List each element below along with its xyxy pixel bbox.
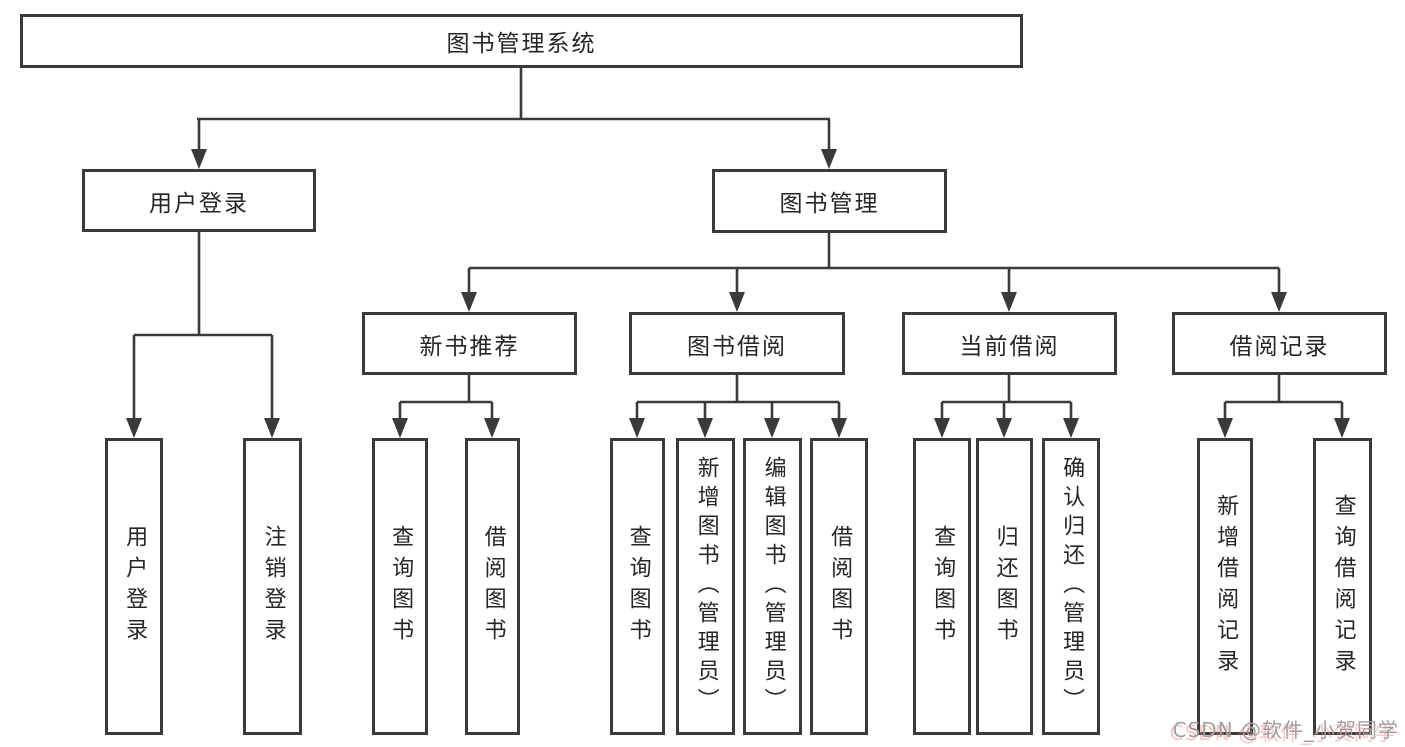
tree-edges — [132, 66, 1344, 421]
leaf-borrow-book-1: 借阅图书 — [465, 438, 520, 735]
node-root: 图书管理系统 — [20, 14, 1023, 68]
leaf-return-book: 归还图书 — [976, 438, 1033, 735]
leaf-query-book-1: 查询图书 — [372, 438, 428, 735]
node-book-management: 图书管理 — [712, 169, 947, 233]
node-book-management-label: 图书管理 — [779, 191, 880, 217]
leaf-user-login: 用户登录 — [105, 438, 163, 735]
leaf-query-book-2-label: 查询图书 — [625, 524, 651, 649]
leaf-confirm-return-admin: 确认归还（管理员） — [1042, 438, 1100, 735]
leaf-query-book-3-label: 查询图书 — [930, 524, 956, 649]
leaf-edit-book-admin-label: 编辑图书（管理员） — [760, 456, 786, 717]
node-borrow-records: 借阅记录 — [1172, 312, 1387, 375]
leaf-add-borrow-record: 新增借阅记录 — [1197, 438, 1253, 735]
node-book-borrow: 图书借阅 — [629, 312, 845, 375]
leaf-add-book-admin: 新增图书（管理员） — [676, 438, 735, 735]
leaf-query-borrow-record: 查询借阅记录 — [1313, 438, 1372, 735]
csdn-watermark: CSDN @软件_小贺同学 — [1172, 718, 1399, 742]
leaf-borrow-book-2: 借阅图书 — [810, 438, 868, 735]
leaf-add-borrow-record-label: 新增借阅记录 — [1213, 493, 1239, 680]
leaf-query-book-1-label: 查询图书 — [388, 524, 414, 649]
leaf-logout: 注销登录 — [243, 438, 302, 735]
leaf-logout-label: 注销登录 — [260, 524, 286, 649]
leaf-add-book-admin-label: 新增图书（管理员） — [693, 456, 719, 717]
leaf-borrow-book-2-label: 借阅图书 — [827, 524, 853, 649]
node-current-borrow-label: 当前借阅 — [959, 333, 1060, 360]
node-borrow-records-label: 借阅记录 — [1229, 333, 1330, 360]
leaf-edit-book-admin: 编辑图书（管理员） — [743, 438, 802, 735]
arrowhead-icons — [126, 149, 1350, 438]
leaf-confirm-return-admin-label: 确认归还（管理员） — [1059, 456, 1085, 717]
node-current-borrow: 当前借阅 — [902, 312, 1117, 375]
leaf-user-login-label: 用户登录 — [122, 524, 148, 649]
node-user-login: 用户登录 — [82, 169, 316, 232]
leaf-return-book-label: 归还图书 — [992, 524, 1018, 649]
leaf-query-borrow-record-label: 查询借阅记录 — [1330, 493, 1356, 680]
node-user-login-label: 用户登录 — [149, 190, 249, 217]
node-book-borrow-label: 图书借阅 — [687, 333, 787, 360]
leaf-query-book-2: 查询图书 — [610, 438, 665, 735]
node-new-book-recommend-label: 新书推荐 — [419, 333, 520, 360]
leaf-query-book-3: 查询图书 — [913, 438, 971, 735]
node-new-book-recommend: 新书推荐 — [362, 312, 577, 375]
leaf-borrow-book-1-label: 借阅图书 — [480, 524, 506, 649]
node-root-label: 图书管理系统 — [446, 31, 597, 57]
